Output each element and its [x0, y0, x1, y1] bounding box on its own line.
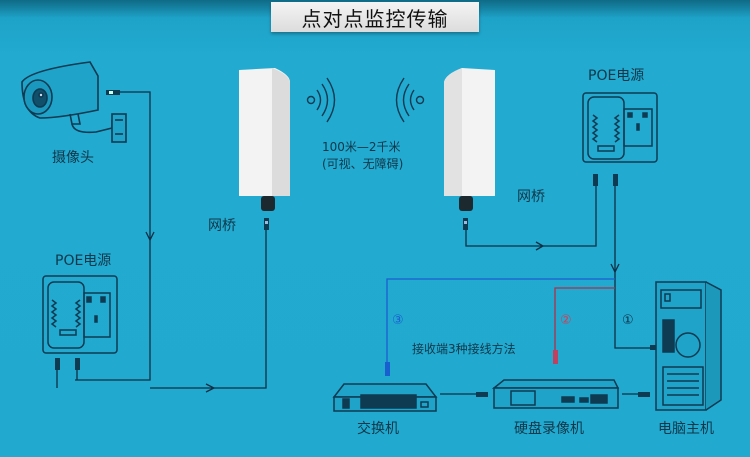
wifi-signal-right-icon [395, 77, 425, 123]
wifi-signal-left-icon [306, 77, 336, 123]
camera-label: 摄像头 [52, 150, 94, 166]
wireless-condition: (可视、无障碍) [322, 157, 404, 171]
pc-tower-icon [655, 281, 722, 411]
bridge-right-label: 网桥 [517, 189, 545, 205]
poe-left-label: POE电源 [55, 253, 112, 269]
receiver-caption: 接收端3种接线方法 [412, 342, 516, 356]
nvr-icon [491, 379, 620, 409]
wireless-bridge-icon [444, 68, 495, 230]
cctv-camera-icon [21, 61, 127, 143]
poe-right-label: POE电源 [588, 68, 645, 84]
method-1-marker: ① [622, 313, 634, 328]
wireless-distance: 100米—2千米 [322, 140, 401, 154]
diagram-title: 点对点监控传输 [301, 6, 449, 31]
title-banner: 点对点监控传输 [271, 2, 479, 32]
network-switch-icon [332, 383, 438, 412]
poe-injector-icon [42, 275, 118, 354]
method-2-marker: ② [560, 313, 572, 328]
bridge-left-label: 网桥 [208, 218, 236, 234]
wireless-bridge-icon [239, 68, 290, 230]
nvr-label: 硬盘录像机 [514, 421, 584, 437]
pc-label: 电脑主机 [658, 421, 714, 437]
poe-injector-icon [582, 92, 658, 163]
switch-label: 交换机 [357, 421, 399, 437]
method-3-marker: ③ [392, 313, 404, 328]
